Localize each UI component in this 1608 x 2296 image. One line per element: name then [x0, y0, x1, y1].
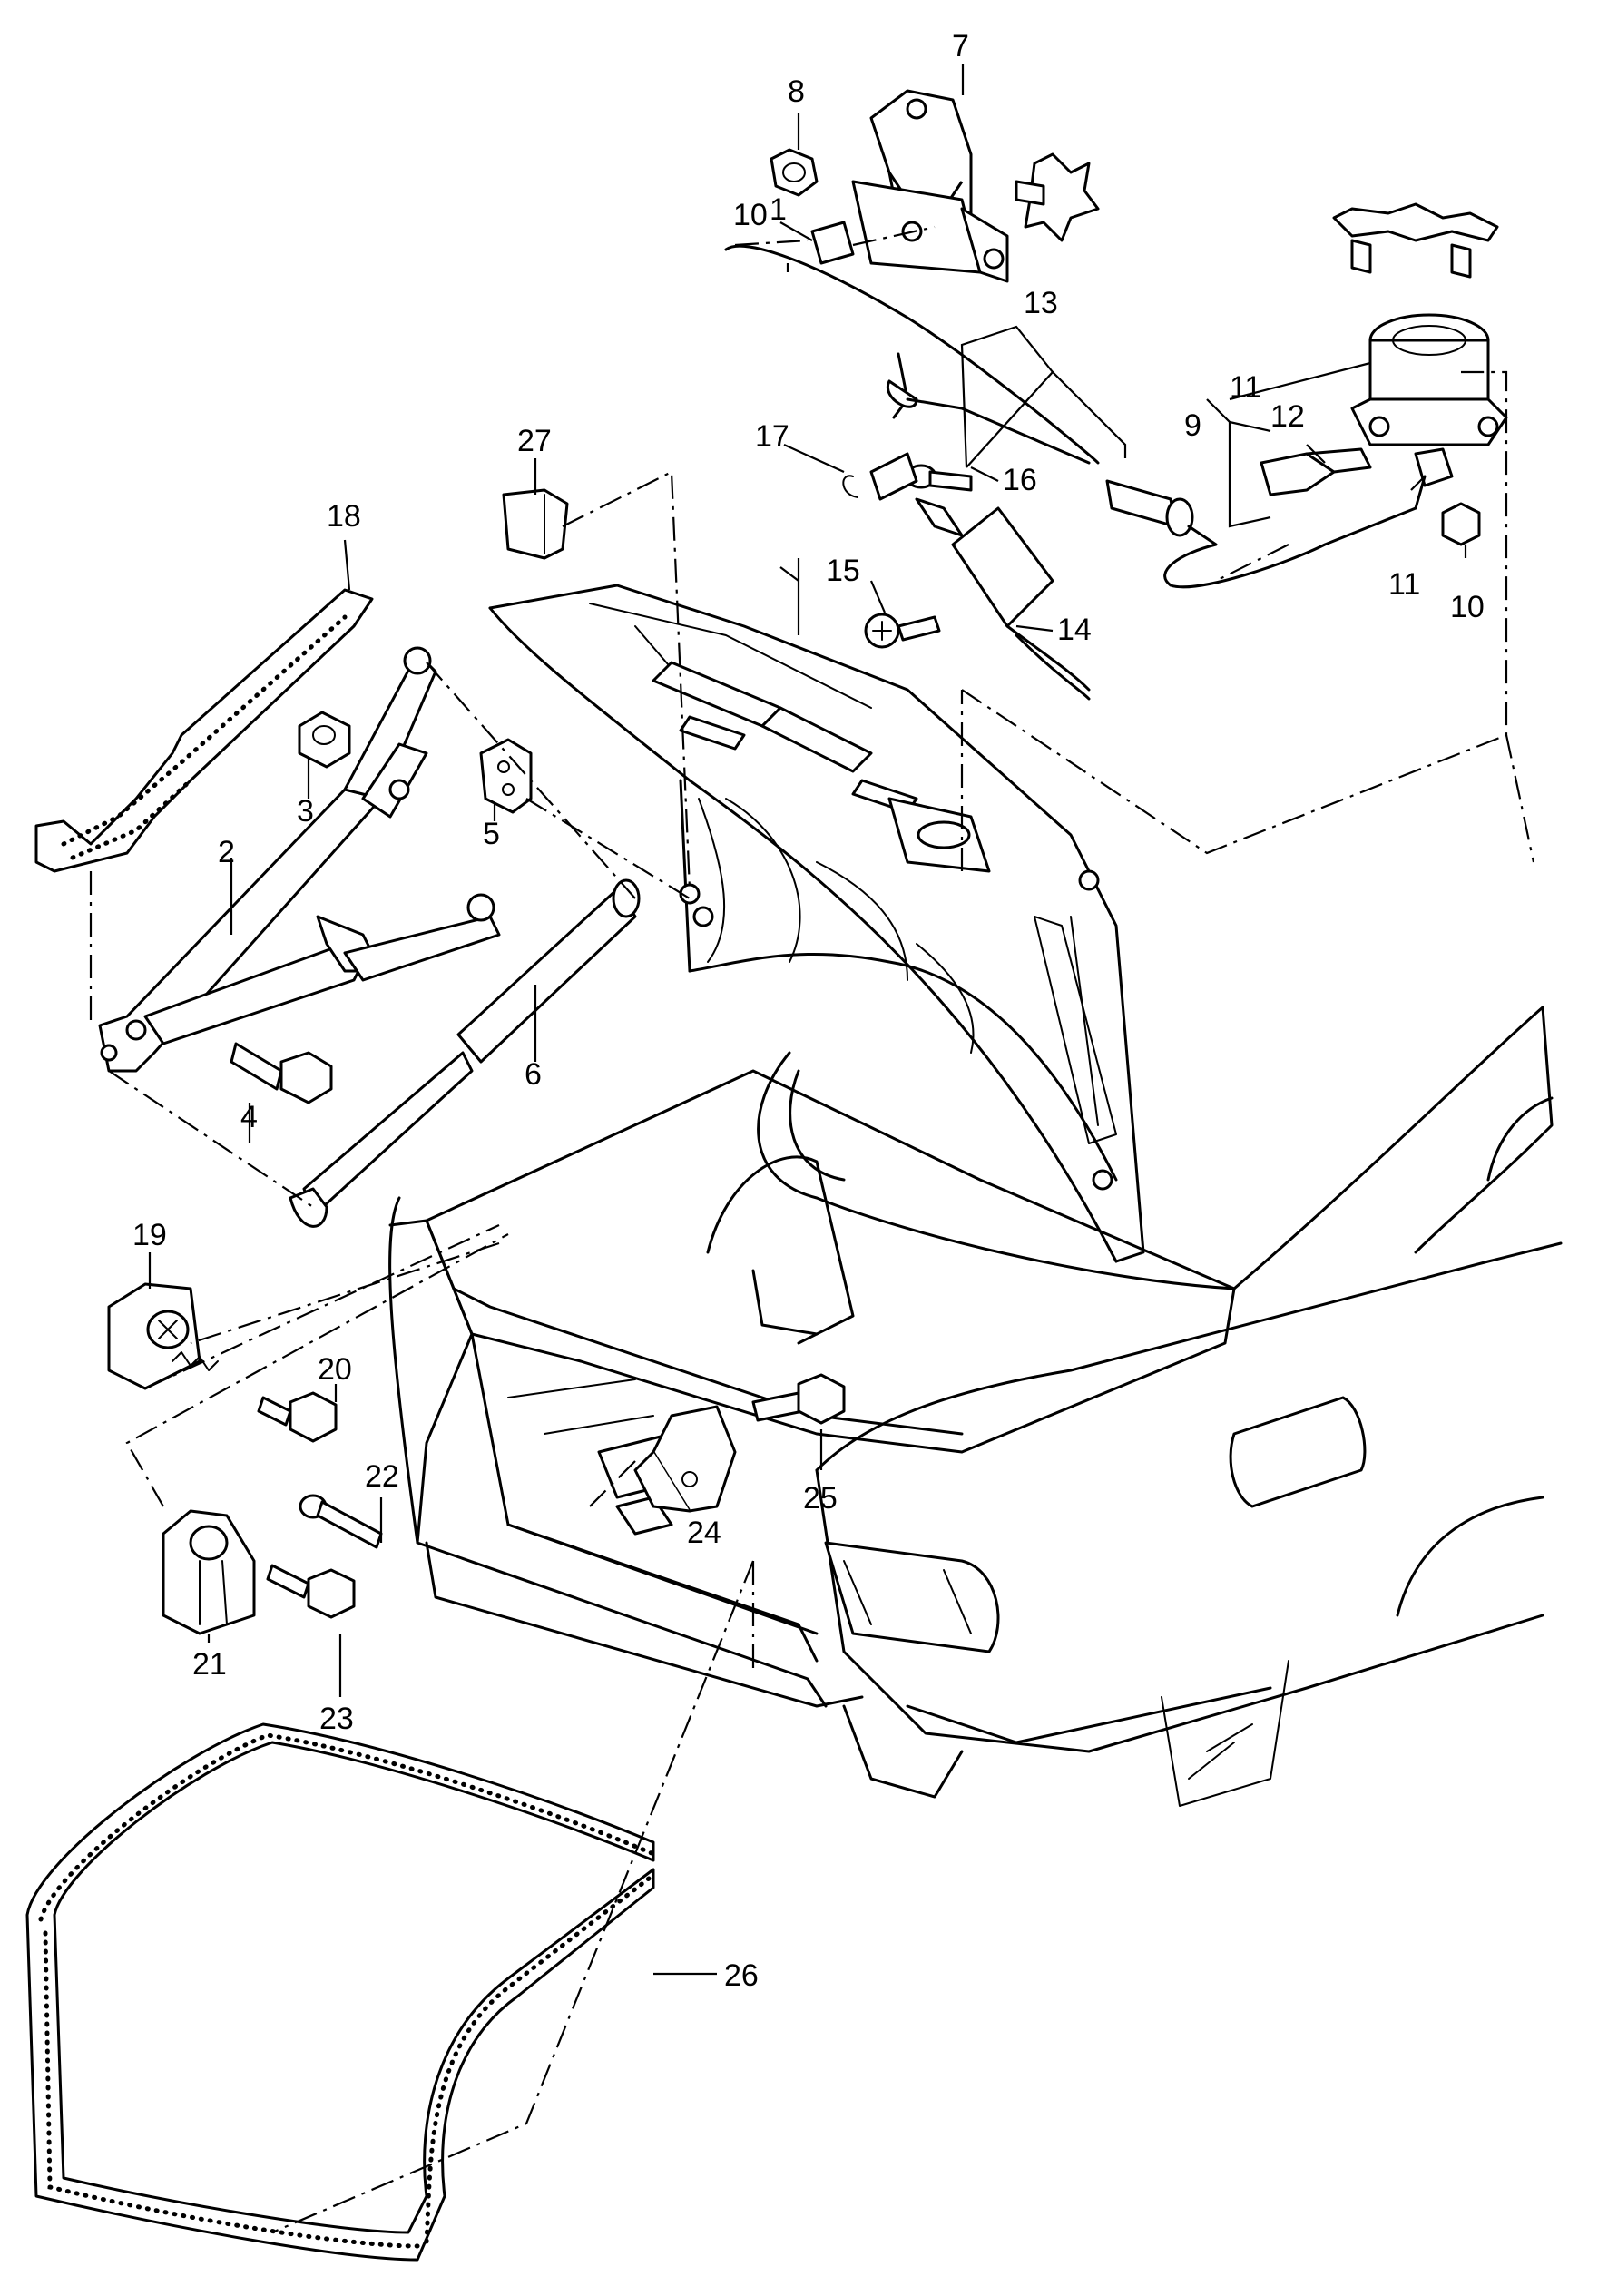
lock-plate-14	[915, 497, 1091, 701]
callout-18: 18	[327, 499, 361, 534]
bolt-4	[230, 1042, 333, 1104]
callout-21: 21	[192, 1647, 227, 1682]
callout-9: 9	[1184, 408, 1201, 443]
cylinder-assembly	[1105, 202, 1508, 589]
clip-10-upper	[810, 221, 855, 265]
callout-3: 3	[297, 794, 314, 829]
callout-13: 13	[1024, 286, 1058, 320]
trunk-seal	[25, 1722, 655, 2262]
callout-11-upper: 11	[1230, 370, 1261, 405]
cap-27	[502, 488, 569, 560]
callout-17: 17	[755, 419, 789, 454]
callout-7: 7	[952, 29, 969, 64]
trunk-lid	[488, 584, 1145, 1263]
trunk-lock	[851, 89, 1100, 283]
callout-4: 4	[240, 1100, 258, 1134]
bracket-24	[633, 1405, 737, 1513]
latch-21	[162, 1509, 256, 1635]
callout-25: 25	[803, 1481, 838, 1516]
connection-lines	[89, 225, 1535, 2234]
bolt-25	[751, 1373, 846, 1425]
callout-22: 22	[365, 1459, 399, 1494]
callout-12: 12	[1270, 399, 1305, 434]
bolt-23	[266, 1564, 356, 1619]
callout-labels: 1 2 3 4 5 6 7 8 9 10 10 11 11 12 13 14 1…	[132, 29, 1485, 1993]
callout-11-lower: 11	[1388, 567, 1420, 602]
gas-strut	[289, 878, 641, 1228]
callout-8: 8	[788, 74, 805, 109]
callout-10-upper: 10	[733, 198, 768, 232]
rod-13	[724, 244, 1100, 465]
leader-lines	[148, 64, 1467, 1976]
car-body-rear	[388, 1006, 1563, 1807]
pin-22	[299, 1494, 383, 1549]
callout-10-right: 10	[1450, 590, 1485, 624]
callout-26: 26	[724, 1958, 759, 1993]
callout-16: 16	[1003, 463, 1037, 497]
bolt-20	[257, 1391, 338, 1443]
bracket-5	[479, 738, 533, 814]
nut-3	[298, 711, 351, 769]
callout-23: 23	[319, 1702, 354, 1736]
callout-5: 5	[483, 817, 500, 851]
callout-14: 14	[1057, 613, 1092, 647]
screw-15	[864, 613, 941, 649]
callout-1: 1	[770, 192, 787, 227]
striker-19	[107, 1282, 219, 1390]
callout-19: 19	[132, 1218, 167, 1252]
callout-20: 20	[318, 1352, 352, 1387]
callout-15: 15	[826, 554, 860, 588]
callout-27: 27	[517, 424, 552, 458]
nut-8	[770, 148, 819, 197]
callout-2: 2	[218, 835, 235, 869]
hinge-pad	[34, 588, 374, 873]
hinge-arm	[98, 646, 501, 1073]
callout-24: 24	[687, 1516, 721, 1550]
callout-6: 6	[525, 1057, 542, 1092]
clip-17	[842, 452, 918, 501]
